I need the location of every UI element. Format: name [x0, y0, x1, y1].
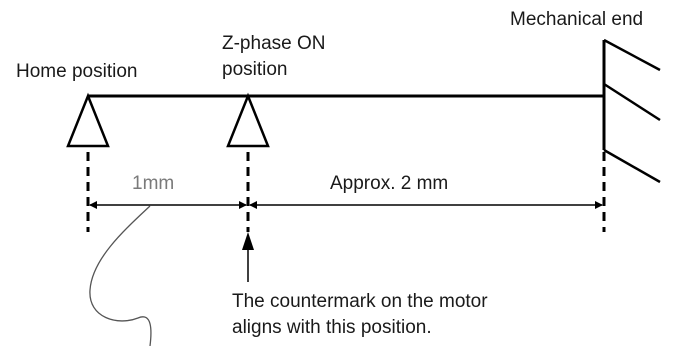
- hatch-line-3: [603, 148, 661, 184]
- hatch-line-2: [603, 82, 661, 122]
- dimension-label-1mm: 1mm: [132, 173, 175, 194]
- countermark-note-line2: aligns with this position.: [232, 317, 432, 338]
- z-phase-label-line2: position: [222, 59, 288, 80]
- countermark-note-line1: The countermark on the motor: [232, 291, 488, 312]
- z-phase-label-line1: Z-phase ON: [222, 33, 326, 54]
- home-position-marker: [66, 92, 110, 148]
- mechanical-end-label: Mechanical end: [510, 9, 644, 30]
- home-position-label: Home position: [16, 61, 138, 82]
- hatch-line-1: [603, 38, 661, 72]
- leader-squiggle: [89, 205, 152, 347]
- z-phase-marker: [226, 92, 270, 148]
- dimension-label-approx-2mm: Approx. 2 mm: [330, 173, 449, 194]
- countermark-pointer-head: [242, 232, 254, 250]
